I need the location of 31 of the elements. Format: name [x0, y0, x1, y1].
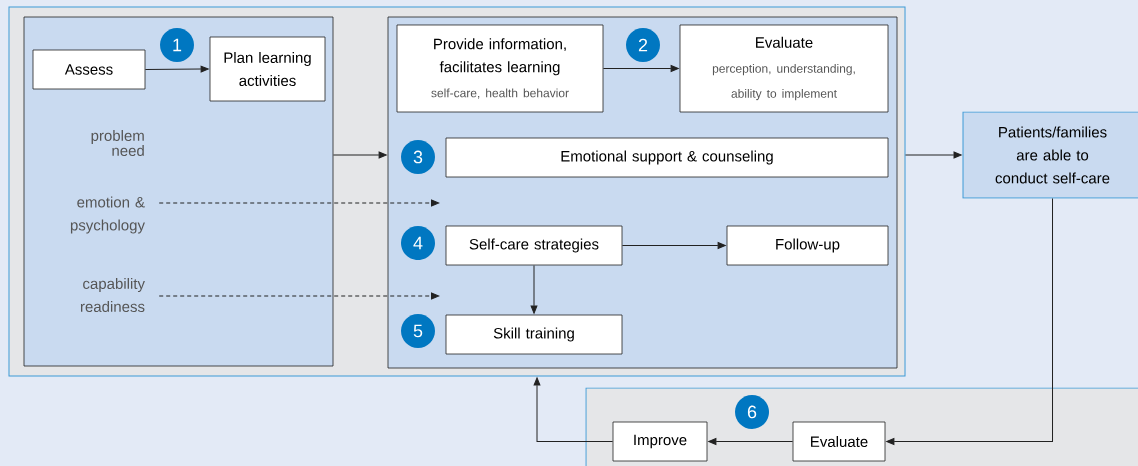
arrow: [602, 65, 679, 72]
arrow: [530, 264, 538, 314]
arrow: [708, 438, 794, 445]
process-box: Provide information, facilitates learning self-care, health behavior: [396, 24, 604, 113]
process-box: Emotional support & counseling: [445, 137, 889, 178]
arrow: [621, 242, 726, 249]
process-box: Self-care strategies: [445, 225, 623, 266]
process-box: Evaluate: [792, 421, 886, 462]
process-box: Evaluate perception, understanding, ability to implement: [679, 24, 889, 113]
arrow: [144, 65, 209, 73]
arrow: [905, 151, 962, 159]
factor-text: problem need: [91, 130, 144, 156]
step-number-badge: 6: [735, 395, 769, 429]
process-box: Skill training: [445, 314, 623, 355]
factor-text: capability readiness: [80, 278, 145, 312]
outcome-box: Patients/families are able to conduct self-care: [962, 111, 1138, 199]
step-number-badge: 3: [401, 140, 435, 174]
arrow: [533, 377, 614, 442]
arrow: [158, 292, 440, 300]
step-number-badge: 5: [401, 314, 435, 348]
process-box: Improve: [612, 421, 708, 462]
step-number-badge: 1: [160, 28, 194, 62]
arrow: [158, 199, 440, 207]
process-box: Follow-up: [726, 225, 889, 266]
step-number-badge: 2: [626, 28, 660, 62]
process-box: Plan learning activities: [209, 36, 326, 102]
process-box: Assess: [32, 49, 146, 90]
arrow: [886, 198, 1053, 445]
step-number-badge: 4: [401, 226, 435, 260]
arrow: [332, 151, 387, 159]
factor-text: emotion & psychology: [70, 196, 145, 234]
